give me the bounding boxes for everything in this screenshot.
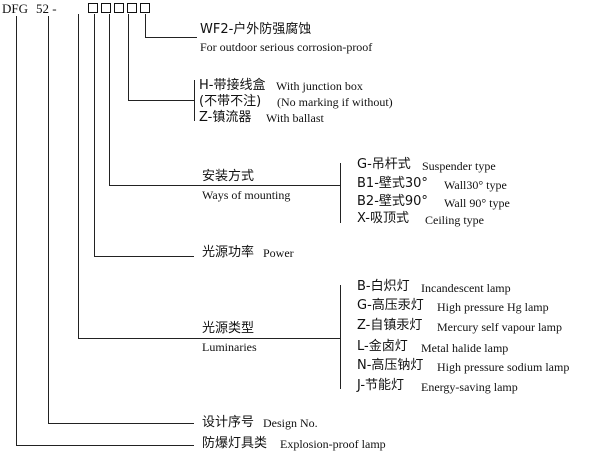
corrosion-label-en: For outdoor serious corrosion-proof — [200, 40, 373, 54]
lamp-option-cn: B-白炽灯 — [357, 279, 410, 294]
code-box-3 — [114, 3, 124, 13]
connector-line — [145, 37, 197, 38]
lamp-option-en: High pressure sodium lamp — [437, 360, 570, 374]
category-label-en: Explosion-proof lamp — [280, 437, 386, 451]
connector-line — [94, 256, 194, 257]
mounting-option-en: Suspender type — [422, 159, 496, 173]
junction-bracket — [194, 80, 195, 121]
connector-line — [16, 16, 17, 446]
design-label-cn: 设计序号 — [202, 415, 255, 430]
luminaries-label-cn: 光源类型 — [202, 321, 255, 336]
mounting-option-cn: B2-壁式90° — [357, 194, 428, 209]
connector-line — [145, 14, 146, 38]
lamp-option-cn: J-节能灯 — [357, 378, 405, 393]
power-label-cn: 光源功率 — [202, 245, 255, 260]
ballast-label-cn: Z-镇流器 — [199, 110, 252, 125]
ballast-label-en: With ballast — [266, 111, 324, 125]
connector-line — [78, 14, 79, 339]
luminaries-bracket — [340, 285, 341, 389]
mounting-option-en: Ceiling type — [425, 213, 484, 227]
mounting-bracket — [340, 163, 341, 223]
lamp-option-cn: G-高压汞灯 — [357, 298, 424, 313]
mounting-label-en: Ways of mounting — [202, 188, 291, 202]
junction-label-en: With junction box — [276, 79, 363, 93]
code-box-2 — [101, 3, 111, 13]
connector-line — [109, 14, 110, 186]
code-box-4 — [127, 3, 137, 13]
code-box-5 — [140, 3, 150, 13]
mounting-option-en: Wall30° type — [444, 178, 507, 192]
model-prefix: DFG — [2, 1, 29, 16]
lamp-option-cn: N-高压钠灯 — [357, 358, 424, 373]
connector-line — [128, 100, 194, 101]
connector-line — [48, 16, 49, 424]
mounting-option-cn: B1-壁式30° — [357, 176, 428, 191]
lamp-option-en: Energy-saving lamp — [421, 380, 518, 394]
mounting-option-cn: X-吸顶式 — [357, 211, 409, 226]
connector-line — [94, 14, 95, 257]
code-box-1 — [88, 3, 98, 13]
lamp-option-en: Metal halide lamp — [421, 341, 509, 355]
lamp-option-en: Mercury self vapour lamp — [437, 320, 562, 334]
no-marking-label-cn: (不带不注) — [199, 94, 262, 109]
lamp-option-en: High pressure Hg lamp — [437, 300, 549, 314]
connector-line — [109, 185, 340, 186]
mounting-option-en: Wall 90° type — [444, 196, 510, 210]
power-label-en: Power — [263, 246, 294, 260]
junction-label-cn: H-带接线盒 — [199, 78, 266, 93]
design-label-en: Design No. — [263, 416, 318, 430]
corrosion-label-cn: WF2-户外防强腐蚀 — [200, 22, 312, 37]
lamp-option-cn: Z-自镇汞灯 — [357, 318, 423, 333]
mounting-label-cn: 安装方式 — [202, 169, 255, 184]
lamp-option-cn: L-金卤灯 — [357, 339, 408, 354]
lamp-option-en: Incandescent lamp — [421, 281, 511, 295]
connector-line — [16, 445, 194, 446]
connector-line — [128, 14, 129, 101]
mounting-option-cn: G-吊杆式 — [357, 157, 411, 172]
connector-line — [48, 423, 194, 424]
category-label-cn: 防爆灯具类 — [202, 436, 268, 451]
luminaries-label-en: Luminaries — [202, 340, 257, 354]
no-marking-label-en: (No marking if without) — [277, 95, 393, 109]
connector-line — [78, 338, 340, 339]
model-number: 52 - — [36, 1, 57, 16]
